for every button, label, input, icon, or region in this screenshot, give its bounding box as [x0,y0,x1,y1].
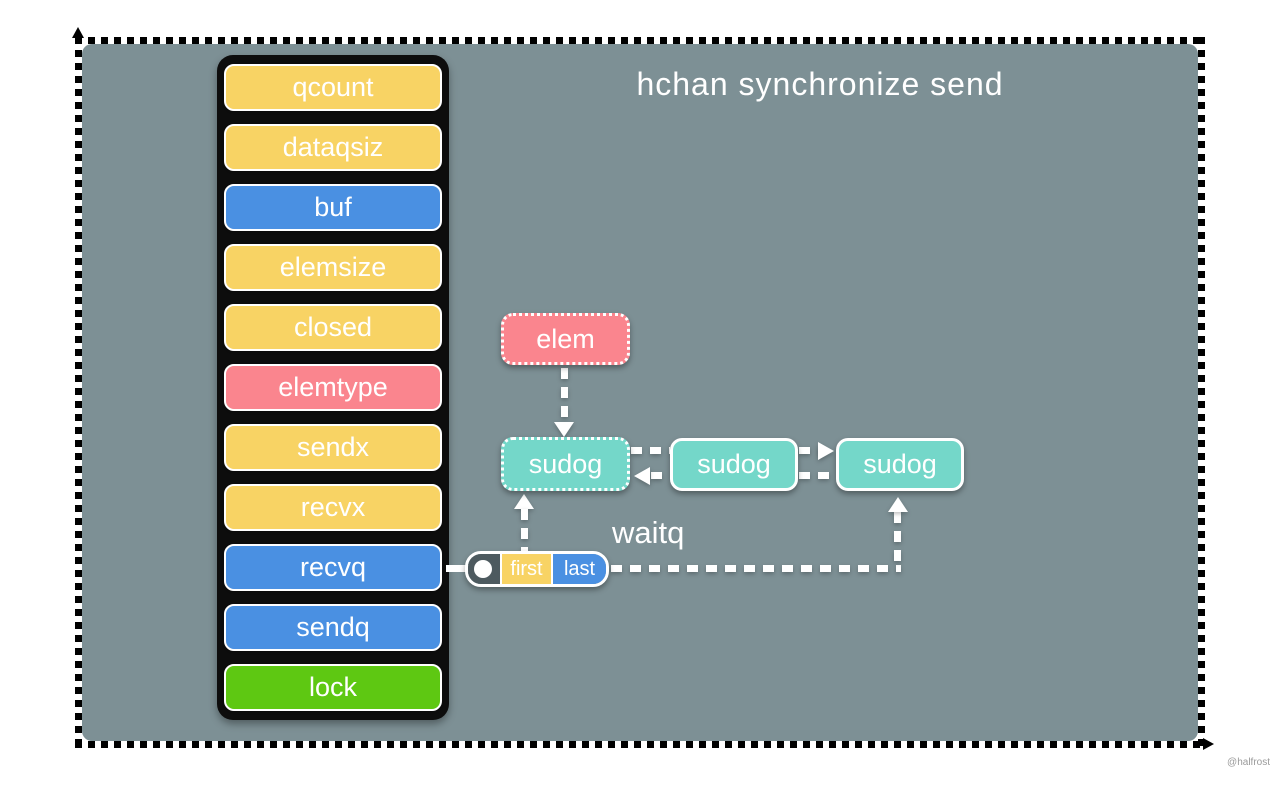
frame-arrow-end-icon [1203,738,1214,750]
frame-border-top [75,37,1205,44]
hchan-field-recvq: recvq [224,544,442,591]
hchan-field-recvx: recvx [224,484,442,531]
arrow-first-to-sudog1-head-icon [514,494,534,509]
arrow-elem-to-sudog1-line [561,368,568,422]
sudog-box-1: sudog [501,437,630,491]
waitq-first-cell: first [500,554,553,584]
elem-box: elem [501,313,630,365]
hchan-field-lock: lock [224,664,442,711]
recvq-connector-dot-icon [474,560,492,578]
hchan-field-sendx: sendx [224,424,442,471]
hchan-field-buf: buf [224,184,442,231]
frame-border-left [75,37,82,748]
link-sudog3-to-sudog2-prev [799,472,837,479]
hchan-field-dataqsiz: dataqsiz [224,124,442,171]
arrow-sudog2-to-sudog1-prev-head-icon [634,467,650,485]
link-sudog1-to-sudog2-next [631,447,670,454]
waitq-pointer-widget: first last [465,551,609,587]
waitq-label: waitq [612,515,685,550]
arrow-last-to-sudog3-vline [894,512,901,568]
hchan-field-elemtype: elemtype [224,364,442,411]
sudog-box-2: sudog [670,438,798,491]
arrow-first-to-sudog1-line [521,509,528,551]
hchan-field-sendq: sendq [224,604,442,651]
frame-arrow-start-icon [72,27,84,38]
frame-border-bottom [75,741,1205,748]
waitq-last-cell: last [553,554,606,584]
hchan-field-qcount: qcount [224,64,442,111]
watermark: @halfrost [1227,757,1270,768]
arrow-sudog2-to-sudog3-next-head-icon [818,442,834,460]
hchan-field-elemsize: elemsize [224,244,442,291]
arrow-last-to-sudog3-hline [611,565,901,572]
arrow-sudog2-to-sudog3-next-line [799,447,820,454]
diagram-title: hchan synchronize send [636,66,1004,102]
sudog-box-3: sudog [836,438,964,491]
hchan-struct: qcount dataqsiz buf elemsize closed elem… [217,55,449,720]
arrow-last-to-sudog3-head-icon [888,497,908,512]
arrow-sudog2-to-sudog1-prev-line [651,472,670,479]
arrow-elem-to-sudog1-head-icon [554,422,574,437]
frame-border-right [1198,37,1205,748]
hchan-field-closed: closed [224,304,442,351]
